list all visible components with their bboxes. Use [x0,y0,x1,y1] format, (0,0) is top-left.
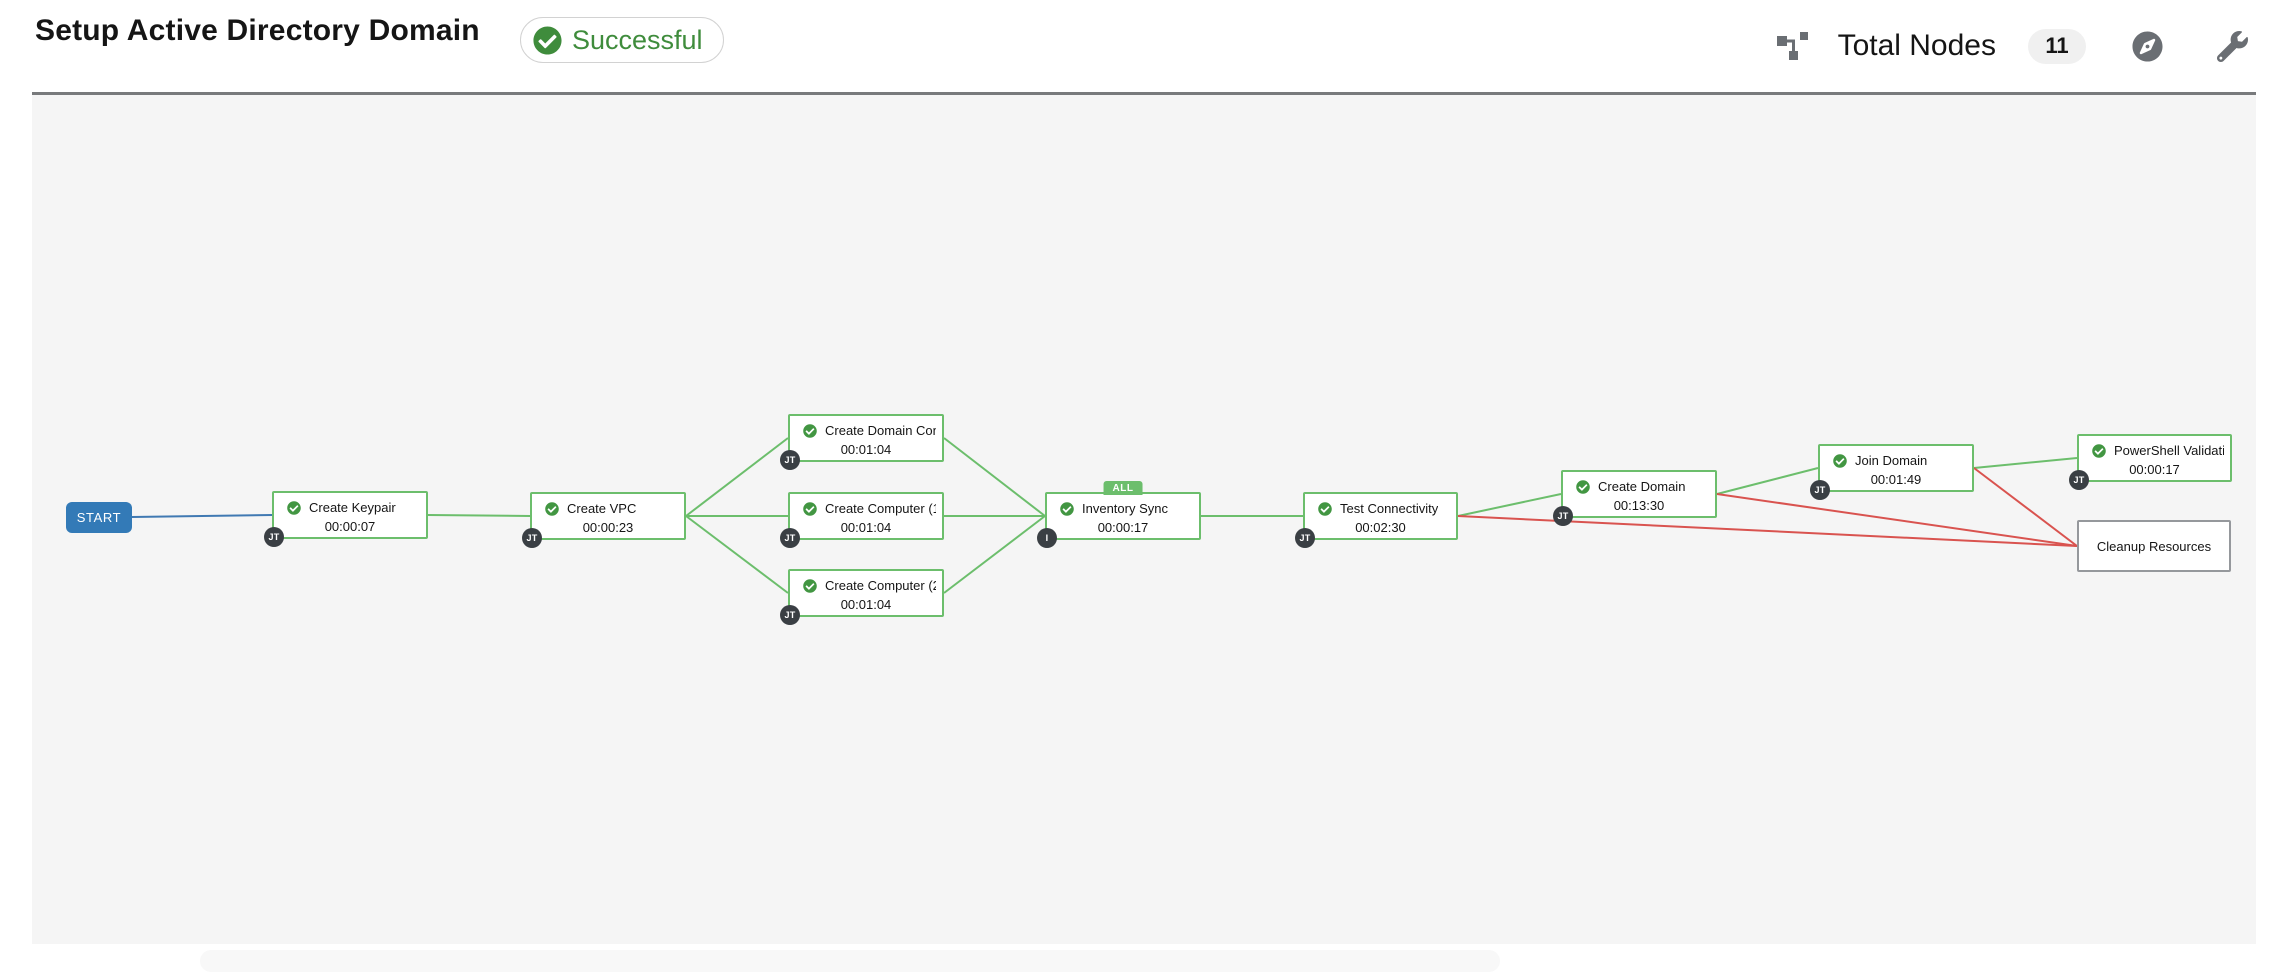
node-elapsed-time: 00:02:30 [1355,520,1406,535]
workflow-node-test-connectivity[interactable]: Test Connectivity 00:02:30 JT [1295,492,1458,548]
success-check-icon [803,578,817,593]
check-circle-icon [533,25,562,55]
visualizer-header: Setup Active Directory Domain Successful… [0,0,2290,92]
node-label: Create Keypair [309,500,396,515]
node-type-badge: JT [780,528,800,548]
node-type-badge: JT [522,528,542,548]
node-type-badge: JT [2069,470,2089,490]
convergence-badge: ALL [1103,481,1143,495]
node-elapsed-time: 00:00:23 [582,520,634,535]
success-check-icon [803,423,817,438]
node-label: Create Computer (1) [825,501,936,516]
node-elapsed-time: 00:00:07 [324,519,376,534]
node-type-badge: I [1037,528,1057,548]
status-badge-label: Successful [572,24,703,55]
status-badge: Successful [520,17,724,63]
node-label: Create Computer (2) [825,578,936,593]
workflow-node-create-keypair[interactable]: Create Keypair 00:00:07 JT [264,491,428,547]
node-type-badge: JT [1810,480,1830,500]
header-toolbar: Total Nodes 11 [1776,0,2248,92]
success-check-icon [1060,501,1074,516]
workflow-node-create-domain-controller[interactable]: Create Domain Contr... 00:01:04 JT [780,414,944,470]
total-nodes-label: Total Nodes [1837,29,1996,62]
node-elapsed-time: 00:01:04 [840,597,892,612]
compass-icon[interactable] [2132,30,2163,62]
workflow-node-create-domain[interactable]: Create Domain 00:13:30 JT [1553,470,1717,526]
node-type-badge: JT [1295,528,1315,548]
total-nodes-count: 11 [2028,28,2086,64]
node-elapsed-time: 00:13:30 [1613,498,1665,513]
node-type-badge: JT [780,605,800,625]
workflow-node-inventory-sync[interactable]: ALL Inventory Sync 00:00:17 I [1037,481,1201,548]
node-elapsed-time: 00:00:17 [2129,462,2180,477]
node-type-badge: JT [780,450,800,470]
node-elapsed-time: 00:01:04 [840,520,892,535]
workflow-node-join-domain[interactable]: Join Domain 00:01:49 JT [1810,444,1974,500]
workflow-node-create-computer-2[interactable]: Create Computer (2) 00:01:04 JT [780,569,944,625]
node-elapsed-time: 00:01:49 [1870,472,1922,487]
success-check-icon [1833,453,1847,468]
workflow-node-create-vpc[interactable]: Create VPC 00:00:23 JT [522,492,686,548]
success-check-icon [287,500,301,515]
workflow-node-create-computer-1[interactable]: Create Computer (1) 00:01:04 JT [780,492,944,548]
workflow-node-cleanup-resources[interactable]: Cleanup Resources [2077,520,2231,572]
page-title: Setup Active Directory Domain [35,14,480,47]
node-type-badge: JT [264,527,284,547]
node-label: Join Domain [1855,453,1928,468]
node-label: Inventory Sync [1082,501,1168,516]
node-label: PowerShell Validation [2114,443,2224,458]
wrench-icon[interactable] [2217,30,2248,62]
success-check-icon [803,501,817,516]
success-check-icon [1576,479,1590,494]
node-label: Create Domain [1598,479,1686,494]
node-type-badge: JT [1553,506,1573,526]
success-check-icon [545,501,559,516]
node-label: Create VPC [567,501,637,516]
success-check-icon [2092,443,2106,458]
node-elapsed-time: 00:01:04 [840,442,892,457]
workflow-canvas[interactable]: START Create Keypair 00:00:07 JT Create … [32,92,2256,944]
start-node[interactable]: START [66,502,132,533]
node-label: Test Connectivity [1340,501,1439,516]
node-label: Create Domain Contr... [825,423,936,438]
horizontal-scrollbar[interactable] [200,950,1500,972]
sitemap-icon [1776,32,1808,60]
node-label: Cleanup Resources [2096,538,2212,554]
success-check-icon [1318,501,1332,516]
node-elapsed-time: 00:00:17 [1097,520,1149,535]
workflow-node-powershell-validation[interactable]: PowerShell Validation 00:00:17 JT [2069,434,2232,490]
